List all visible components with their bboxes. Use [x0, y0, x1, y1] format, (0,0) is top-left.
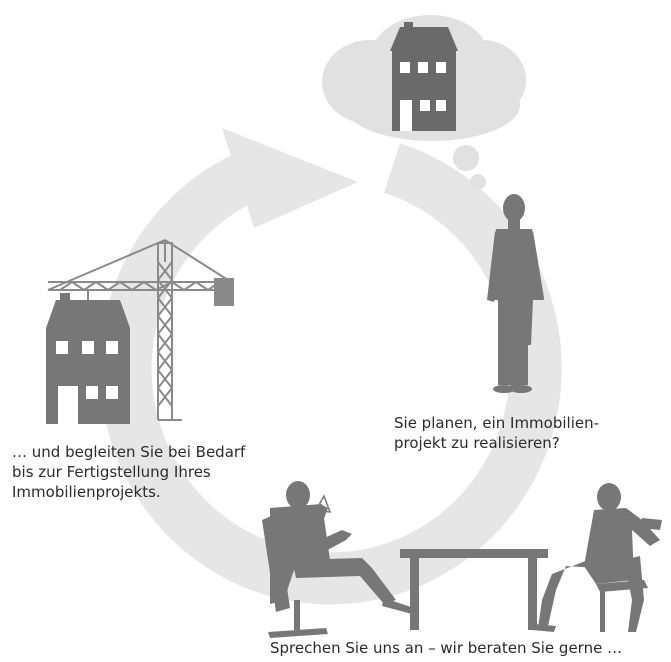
seated-person-icon	[262, 481, 414, 638]
crane-counterweight	[214, 278, 234, 306]
table-icon	[400, 549, 548, 630]
glass-icon	[314, 494, 332, 513]
house-icon	[46, 293, 130, 424]
caption-line: bis zur Fertigstellung Ihres	[12, 463, 211, 481]
caption-line: Sie planen, ein Immobilien-	[394, 414, 600, 432]
standing-man-icon	[487, 194, 544, 393]
thought-cloud-icon	[322, 15, 526, 190]
caption-line: … und begleiten Sie bei Bedarf	[12, 443, 246, 461]
caption-line: projekt zu realisieren?	[394, 434, 560, 452]
caption-planning: Sie planen, ein Immobilien- projekt zu r…	[394, 413, 599, 453]
caption-construction: … und begleiten Sie bei Bedarf bis zur F…	[12, 442, 245, 502]
cycle-arrow-ring	[99, 128, 562, 605]
caption-consulting: Sprechen Sie uns an – wir beraten Sie ge…	[270, 638, 622, 658]
house-icon	[390, 22, 458, 131]
crane-icon	[47, 239, 229, 421]
caption-line: Sprechen Sie uns an – wir beraten Sie ge…	[270, 639, 623, 657]
seated-person-icon	[532, 483, 662, 632]
caption-line: Immobilienprojekts.	[12, 483, 161, 501]
